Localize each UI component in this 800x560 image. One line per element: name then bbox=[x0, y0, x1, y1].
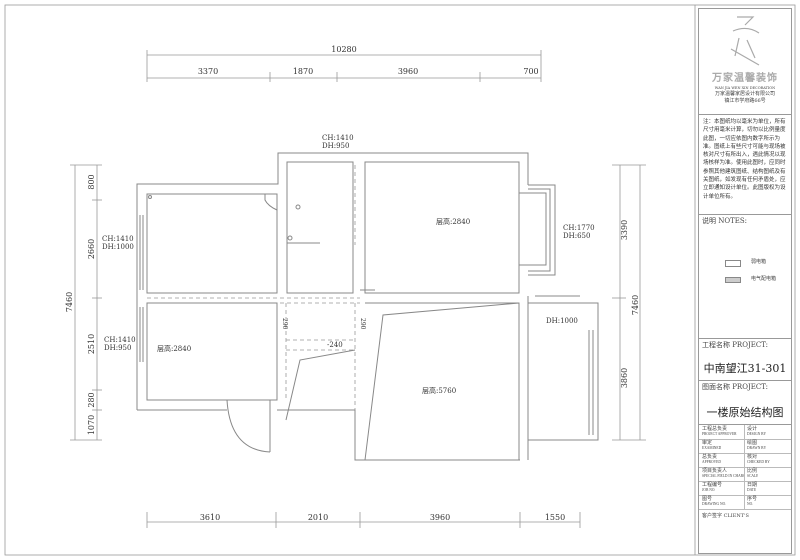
signoff-a: 图号 bbox=[702, 496, 713, 502]
room-top-left bbox=[146, 193, 278, 294]
signoff-a-en: DRAWING NO. bbox=[702, 502, 727, 506]
left-bottom-window-dh: DH:950 bbox=[104, 344, 131, 352]
dim-right-0: 3390 bbox=[620, 220, 629, 240]
left-top-window-dh: DH:1000 bbox=[102, 243, 134, 251]
left-top-window-ch: CH:1410 bbox=[102, 235, 134, 243]
weak-current-box-icon bbox=[725, 260, 741, 267]
signoff-b: 绘图 bbox=[747, 440, 758, 446]
signoff-b: 核对 bbox=[747, 454, 758, 460]
signoff-b-en: CHECKED BY bbox=[747, 460, 770, 464]
room-bottom-middle bbox=[364, 302, 520, 461]
signoff-a-en: JOB NO. bbox=[702, 488, 716, 492]
project-label: 工程名称 PROJECT: bbox=[702, 341, 768, 349]
dim-left-total: 7460 bbox=[65, 292, 74, 312]
company-address: 镇江市学府路66号 bbox=[724, 98, 766, 104]
drawing-section: 图面名称 PROJECT: 一楼原始结构图 bbox=[699, 381, 791, 425]
bath-window-dh: DH:950 bbox=[322, 142, 349, 150]
signoff-b-en: DATE bbox=[747, 488, 757, 492]
bottom-dimensions: 3610 2010 3960 1550 bbox=[146, 512, 581, 528]
notes-section: 说明 NOTES: 弱电箱 电气配电箱 bbox=[699, 215, 791, 339]
signoff-divider bbox=[744, 425, 745, 509]
drawing-name: 一楼原始结构图 bbox=[706, 406, 784, 419]
signoff-a-en: SPECIAL FIELD IN CHARGE bbox=[702, 474, 744, 478]
dim-left-2: 2510 bbox=[87, 334, 96, 354]
notes-label: 说明 NOTES: bbox=[702, 217, 748, 225]
beam-mark-1: 290 bbox=[359, 318, 366, 330]
dim-top-0: 3370 bbox=[198, 67, 218, 76]
signoff-b: 日期 bbox=[747, 482, 758, 488]
sheet-border bbox=[4, 4, 796, 556]
bay-window-dh: DH:650 bbox=[563, 232, 590, 240]
signoff-a-en: PROJECT APPROVER bbox=[702, 432, 737, 436]
dim-left-0: 800 bbox=[87, 174, 96, 189]
dim-top-1: 1870 bbox=[293, 67, 313, 76]
signoff-b-en: SCALE bbox=[747, 474, 759, 478]
distribution-box-icon bbox=[725, 277, 741, 283]
signoff-b: 设计 bbox=[747, 426, 758, 432]
signoff-a: 审定 bbox=[702, 440, 713, 446]
beam-mark-0: 290 bbox=[281, 318, 288, 330]
legend-label-0: 弱电箱 bbox=[751, 259, 767, 265]
signoff-a: 工程总负责 bbox=[702, 426, 728, 432]
dim-left-3: 280 bbox=[87, 392, 96, 407]
window-labels: CH:1410 DH:950 CH:1410 DH:1000 CH:1410 D… bbox=[102, 134, 595, 352]
legend-label-1: 电气配电箱 bbox=[751, 276, 777, 282]
walls bbox=[136, 152, 599, 461]
left-bottom-window-ch: CH:1410 bbox=[104, 336, 136, 344]
beam-offset: -240 bbox=[327, 341, 343, 349]
room-label-bottom-left: 层高:2840 bbox=[157, 344, 191, 353]
company-logo-icon bbox=[730, 16, 760, 66]
dim-top-2: 3960 bbox=[398, 67, 418, 76]
top-dimensions: 10280 3370 1870 3960 700 bbox=[146, 45, 542, 82]
company-name: 万家温馨装饰 bbox=[712, 73, 778, 84]
dim-bottom-0: 3610 bbox=[200, 513, 220, 522]
signoff-a: 总负责 bbox=[702, 454, 718, 460]
room-bottom-left bbox=[146, 302, 278, 401]
signoff-b-en: DESIGN BY bbox=[747, 432, 767, 436]
room-label-top-middle: 层高:2840 bbox=[436, 217, 470, 226]
dim-bottom-3: 1550 bbox=[545, 513, 565, 522]
dim-top-total: 10280 bbox=[331, 45, 356, 54]
company-en: WAN JIA WEN XIN DECORATION bbox=[714, 86, 776, 90]
notes-text: 注：本图纸均以毫米为单位，所有尺寸用毫米计算，切勿以比例量度此图，一切应依图内数… bbox=[699, 115, 791, 215]
dim-bottom-2: 3960 bbox=[430, 513, 450, 522]
project-name: 中南望江31-301 bbox=[703, 362, 787, 375]
signoff-b: 比例 bbox=[747, 468, 758, 474]
signoff-a-en: EXAMINED bbox=[702, 446, 722, 450]
balcony-window-dh: DH:1000 bbox=[546, 317, 578, 325]
bay-window-ch: CH:1770 bbox=[563, 224, 595, 232]
signoff-a-en: APPROVED bbox=[702, 460, 721, 464]
room-bathroom bbox=[286, 161, 354, 294]
dim-bottom-1: 2010 bbox=[308, 513, 328, 522]
bath-window-ch: CH:1410 bbox=[322, 134, 354, 142]
project-section: 工程名称 PROJECT: 中南望江31-301 bbox=[699, 339, 791, 381]
left-dimensions: 7460 800 2660 2510 280 1070 bbox=[65, 164, 102, 441]
company-full: 万家温馨家居设计有限公司 bbox=[714, 91, 775, 97]
dim-top-3: 700 bbox=[523, 67, 538, 76]
right-dimensions: 3390 3860 7460 bbox=[612, 164, 646, 441]
signoff-a: 项目负责人 bbox=[702, 468, 728, 474]
company-logo-block: 万家温馨装饰 WAN JIA WEN XIN DECORATION 万家温馨家居… bbox=[699, 9, 791, 115]
signoff-b-en: DRAWN BY bbox=[747, 446, 767, 450]
room-top-middle bbox=[364, 161, 520, 294]
title-block: 万家温馨装饰 WAN JIA WEN XIN DECORATION 万家温馨家居… bbox=[698, 8, 792, 554]
room-label-bottom-middle: 层高:5760 bbox=[422, 386, 456, 395]
door-swing bbox=[226, 399, 271, 453]
drawing-label: 图面名称 PROJECT: bbox=[702, 383, 768, 391]
client-signature-label: 客户签字 CLIENT'S bbox=[702, 513, 749, 519]
dim-left-1: 2660 bbox=[87, 239, 96, 259]
signoff-b: 序号 bbox=[747, 496, 758, 502]
signoff-b-en: NO. bbox=[747, 502, 754, 506]
dim-left-4: 1070 bbox=[87, 415, 96, 435]
signoff-a: 工程编号 bbox=[702, 482, 723, 488]
dim-right-1: 3860 bbox=[620, 368, 629, 388]
dim-right-total: 7460 bbox=[631, 295, 640, 315]
